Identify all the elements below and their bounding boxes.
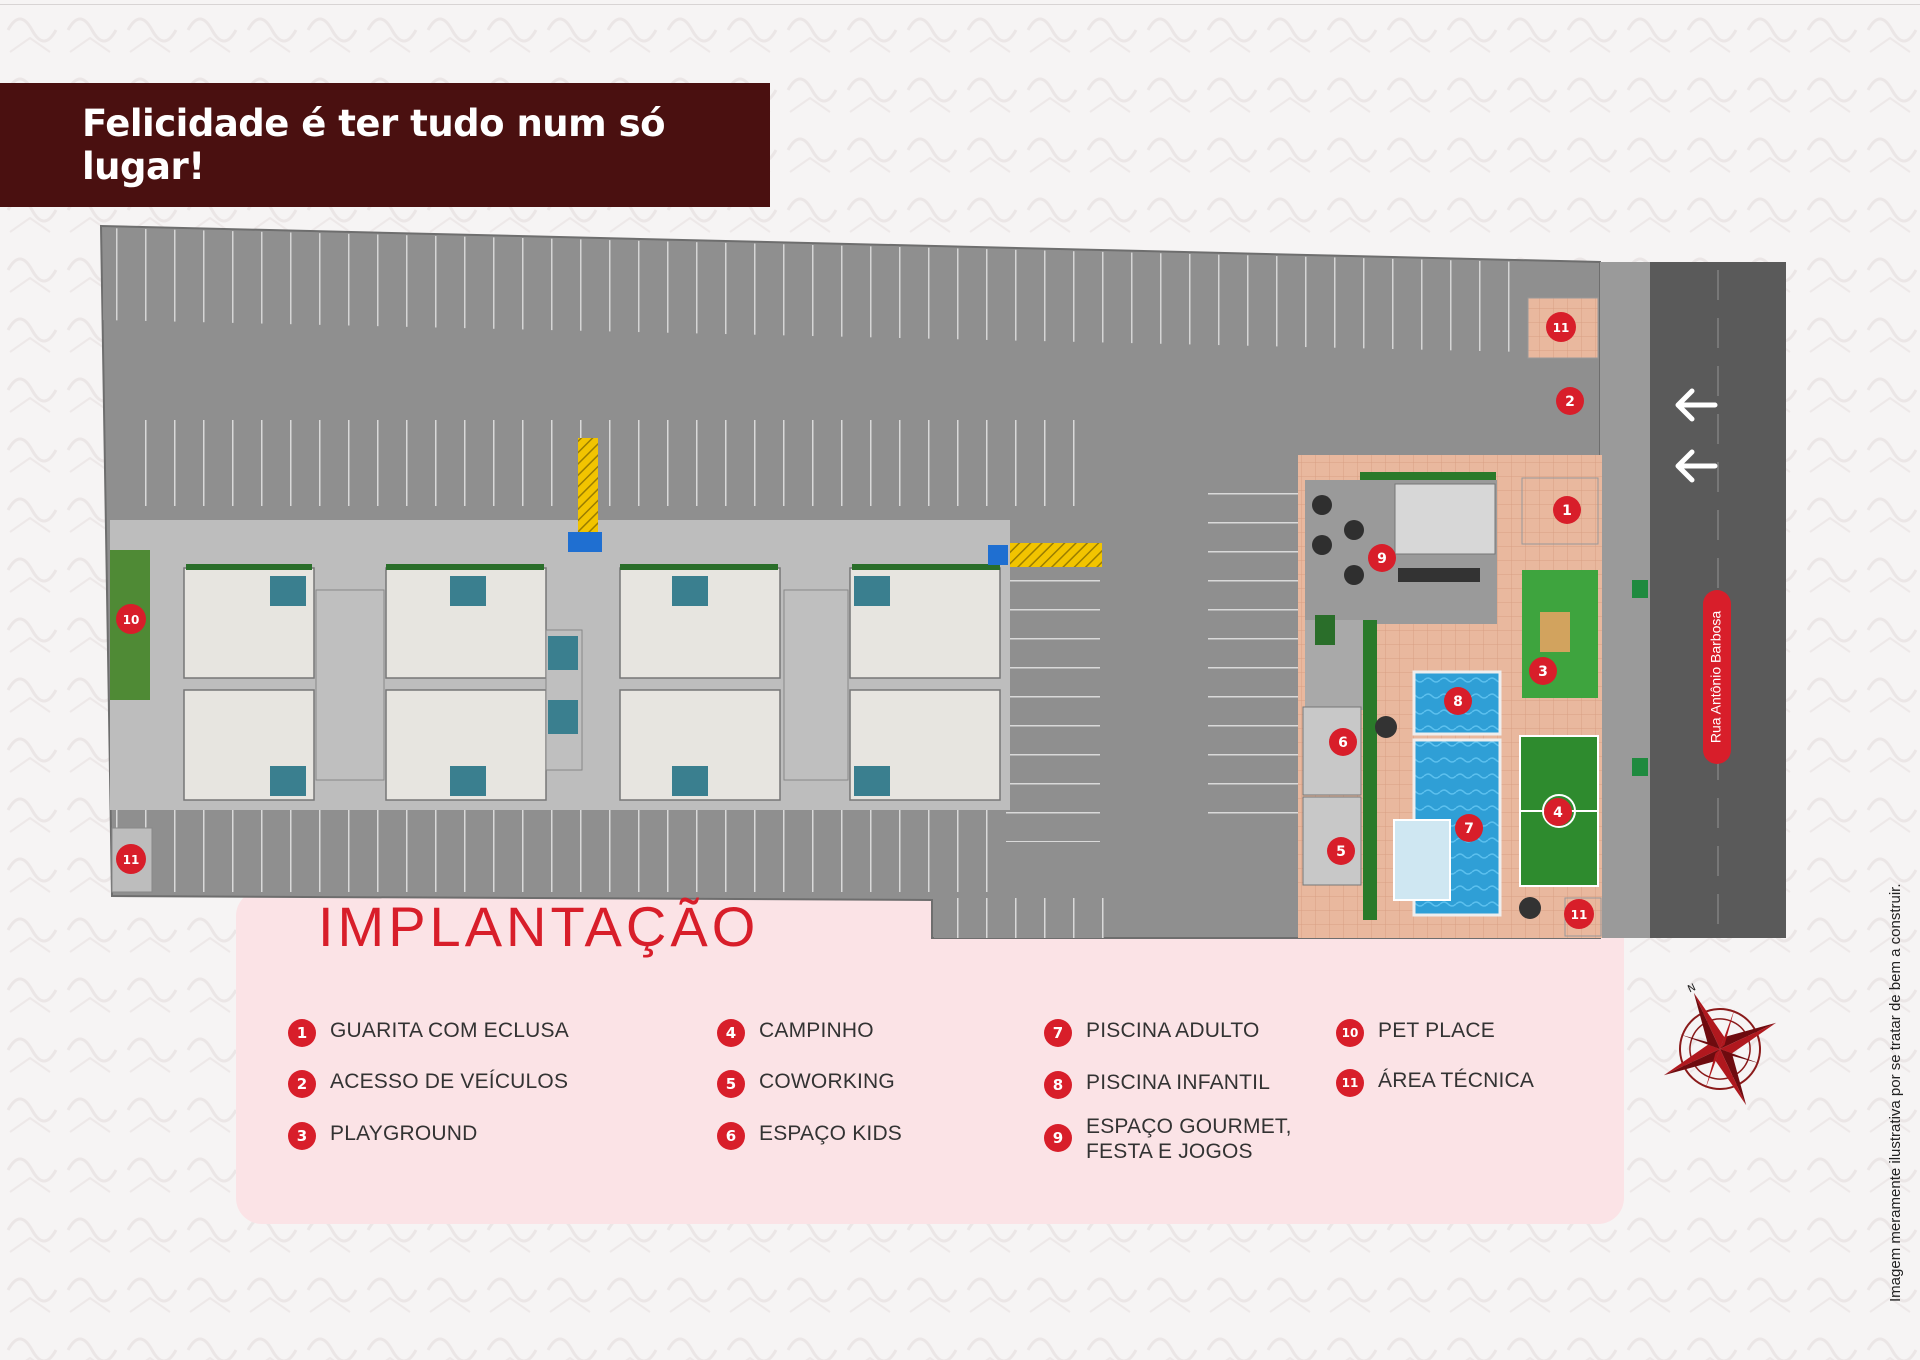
- svg-text:6: 6: [1338, 735, 1348, 751]
- legend-item-6: 6 ESPAÇO KIDS: [717, 1121, 902, 1150]
- svg-text:N: N: [1686, 982, 1697, 995]
- legend-label: COWORKING: [759, 1070, 895, 1093]
- legend-item-1: 1 GUARITA COM ECLUSA: [288, 1018, 569, 1047]
- legend-number: 5: [717, 1070, 745, 1098]
- map-marker-5[interactable]: 5: [1327, 837, 1355, 865]
- legend-label: CAMPINHO: [759, 1019, 874, 1042]
- svg-text:8: 8: [1453, 694, 1463, 710]
- legend-number: 9: [1044, 1124, 1072, 1152]
- map-marker-1[interactable]: 1: [1553, 496, 1581, 524]
- map-marker-6[interactable]: 6: [1329, 728, 1357, 756]
- legend-label: ESPAÇO GOURMET, FESTA E JOGOS: [1086, 1115, 1292, 1163]
- legend-item-3: 3 PLAYGROUND: [288, 1121, 477, 1150]
- map-marker-2[interactable]: 2: [1556, 387, 1584, 415]
- svg-text:11: 11: [123, 853, 140, 867]
- legend-number: 4: [717, 1019, 745, 1047]
- map-marker-11-left[interactable]: 11: [116, 844, 146, 874]
- legend-item-11: 11 ÁREA TÉCNICA: [1336, 1068, 1534, 1097]
- headline-text: Felicidade é ter tudo num só lugar!: [82, 102, 666, 188]
- svg-text:1: 1: [1562, 503, 1572, 519]
- legend-item-8: 8 PISCINA INFANTIL: [1044, 1070, 1270, 1099]
- legend-item-7: 7 PISCINA ADULTO: [1044, 1018, 1260, 1047]
- legend-label: ACESSO DE VEÍCULOS: [330, 1070, 569, 1093]
- legend-number: 7: [1044, 1019, 1072, 1047]
- legend-number: 2: [288, 1070, 316, 1098]
- headline-banner: Felicidade é ter tudo num só lugar!: [0, 83, 770, 207]
- map-marker-11-bottom[interactable]: 11: [1564, 899, 1594, 929]
- svg-text:4: 4: [1553, 805, 1563, 821]
- svg-text:11: 11: [1553, 321, 1570, 335]
- legend-label: PISCINA INFANTIL: [1086, 1071, 1271, 1094]
- legend-item-2: 2 ACESSO DE VEÍCULOS: [288, 1069, 568, 1098]
- legend-item-9: 9 ESPAÇO GOURMET, FESTA E JOGOS: [1044, 1114, 1292, 1164]
- legend-item-5: 5 COWORKING: [717, 1069, 895, 1098]
- map-marker-11-top[interactable]: 11: [1546, 312, 1576, 342]
- map-marker-8[interactable]: 8: [1444, 687, 1472, 715]
- legend-label: PLAYGROUND: [330, 1122, 478, 1145]
- svg-text:3: 3: [1538, 664, 1548, 680]
- svg-text:9: 9: [1377, 551, 1387, 567]
- legend-number: 1: [288, 1019, 316, 1047]
- legend-label: ESPAÇO KIDS: [759, 1122, 903, 1145]
- map-marker-10[interactable]: 10: [116, 604, 146, 634]
- legend-item-4: 4 CAMPINHO: [717, 1018, 874, 1047]
- legend-number: 6: [717, 1122, 745, 1150]
- legend-number: 8: [1044, 1071, 1072, 1099]
- legend-number: 3: [288, 1122, 316, 1150]
- map-marker-3[interactable]: 3: [1529, 657, 1557, 685]
- section-title: IMPLANTAÇÃO: [318, 895, 760, 958]
- legend-label: PISCINA ADULTO: [1086, 1019, 1260, 1042]
- map-marker-7[interactable]: 7: [1455, 814, 1483, 842]
- compass-rose-icon: N: [1663, 982, 1777, 1106]
- legend-panel: [236, 890, 1624, 1224]
- legend-label: PET PLACE: [1378, 1019, 1495, 1042]
- street-name-label: Rua Antônio Barbosa: [1708, 611, 1724, 744]
- svg-text:5: 5: [1336, 844, 1346, 860]
- svg-text:11: 11: [1571, 908, 1588, 922]
- map-marker-4[interactable]: 4: [1544, 798, 1572, 826]
- legend-number: 10: [1336, 1019, 1364, 1047]
- svg-text:2: 2: [1565, 394, 1575, 410]
- disclaimer-text: Imagem meramente ilustrativa por se trat…: [1887, 883, 1904, 1302]
- legend-number: 11: [1336, 1069, 1364, 1097]
- svg-text:10: 10: [123, 613, 140, 627]
- legend-item-10: 10 PET PLACE: [1336, 1018, 1495, 1047]
- map-marker-9[interactable]: 9: [1368, 544, 1396, 572]
- svg-text:7: 7: [1464, 821, 1474, 837]
- top-border-line: [0, 4, 1920, 5]
- legend-label: GUARITA COM ECLUSA: [330, 1019, 569, 1042]
- legend-label: ÁREA TÉCNICA: [1378, 1069, 1535, 1092]
